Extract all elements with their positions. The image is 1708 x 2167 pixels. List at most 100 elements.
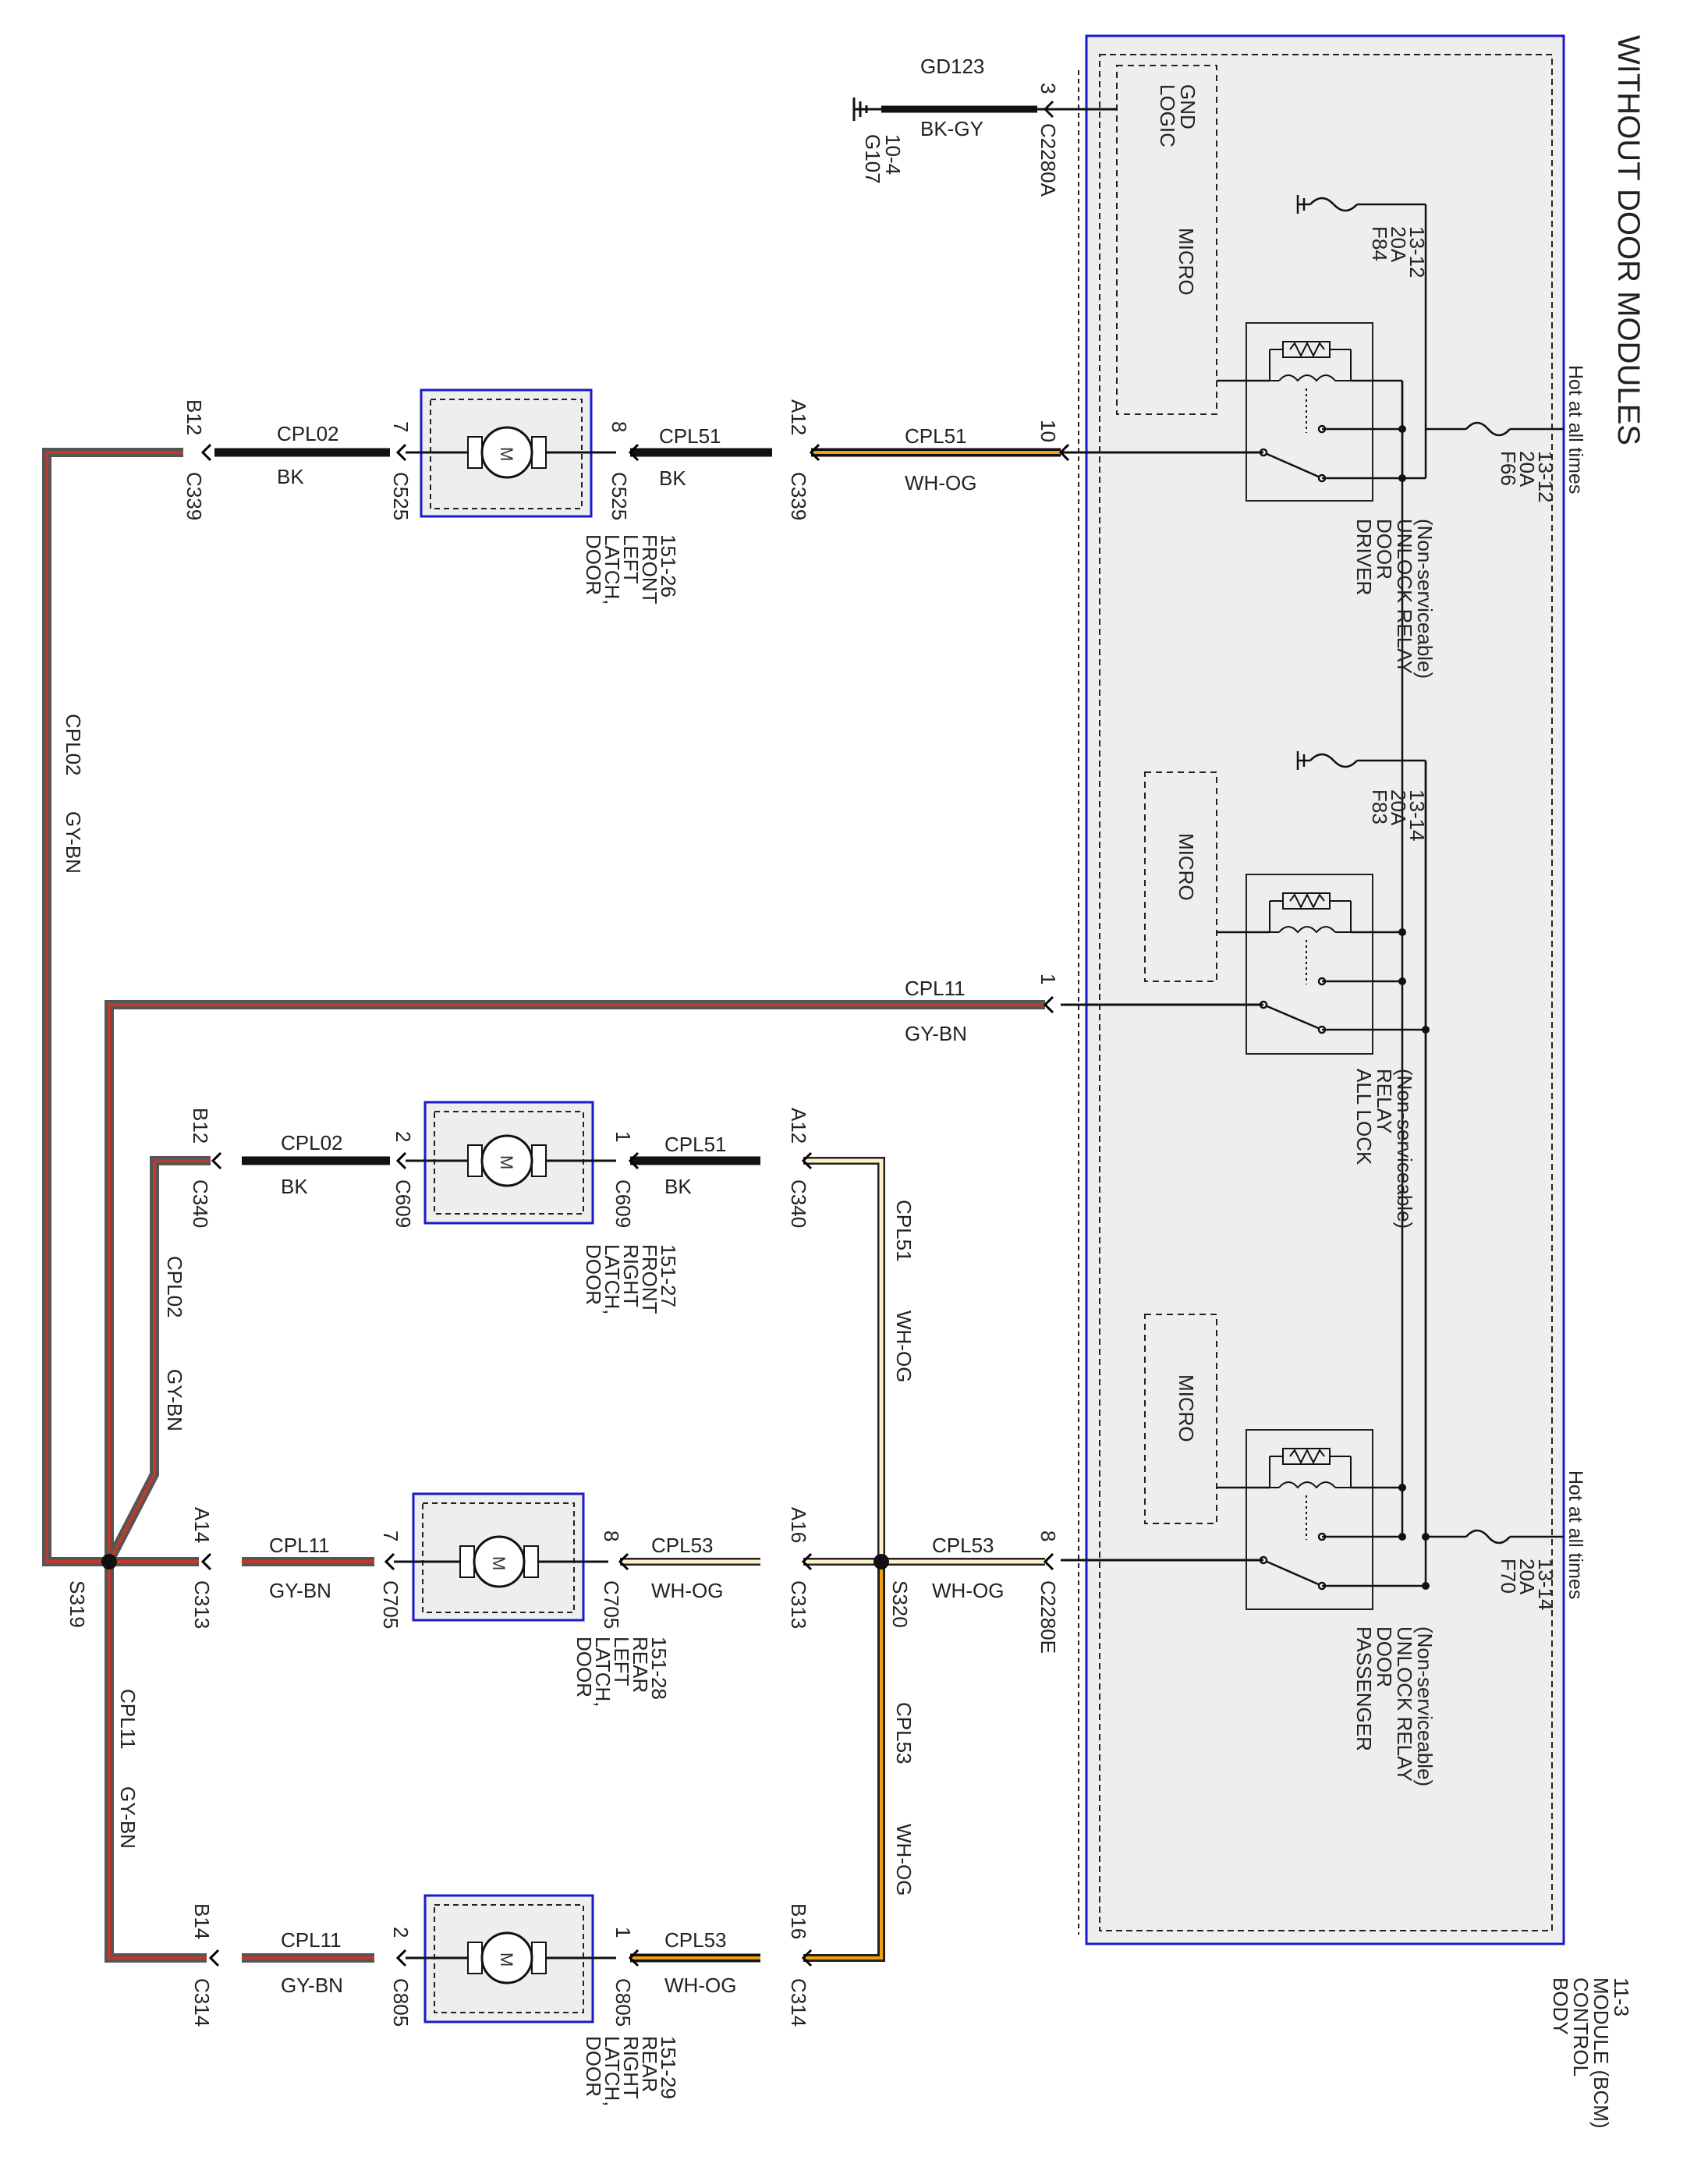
latch-rf-2: LATCH, (601, 1244, 624, 1315)
diagram-title: WITHOUT DOOR MODULES (1611, 35, 1646, 445)
latch-lf-5: 151-26 (657, 534, 680, 598)
pin-8-c525: 8 (608, 421, 631, 432)
s320-label: S320 (888, 1580, 912, 1628)
relay-passenger-label-4: (Non-serviceable) (1413, 1626, 1437, 1786)
latch-rr-2: LATCH, (601, 2036, 624, 2107)
whog-label-c: WH-OG (932, 1579, 1004, 1602)
fuse-f84-rating: 20A (1387, 226, 1410, 263)
wire-cpl02-driver (42, 448, 390, 1566)
pin-8-c705: 8 (600, 1530, 623, 1541)
relay-driver-label-1: DRIVER (1352, 519, 1376, 595)
cpl53-label-c: CPL53 (664, 1928, 727, 1952)
latch-lf-1: DOOR (582, 534, 605, 595)
c339-label-2: C339 (182, 472, 206, 520)
bcm-module-box (1085, 34, 1565, 1945)
relay-box-alllock (1246, 874, 1373, 1055)
cpl51-vertical-label-2: CPL51 (892, 1200, 916, 1262)
junction-dots (1398, 425, 1430, 1590)
relay-passenger-label-1: PASSENGER (1352, 1626, 1376, 1751)
s319-label: S319 (66, 1580, 89, 1628)
motor-m-rr: M (497, 1952, 516, 1967)
latch-lr-3: LEFT (610, 1637, 633, 1686)
pin-7-c705: 7 (379, 1530, 402, 1541)
c705-label-1: C705 (600, 1580, 623, 1629)
cpl02-label-e: CPL02 (281, 1131, 343, 1154)
wire-cpl11-rr (105, 1562, 374, 1963)
svg-text:F8320A13-14: F8320A13-14 (1368, 789, 1429, 842)
hot-label-top: Hot at all times (1564, 365, 1586, 494)
relay-switches (1259, 424, 1327, 1591)
svg-text:DOORLATCH,RIGHTFRONT151-27: DOORLATCH,RIGHTFRONT151-27 (582, 1244, 680, 1315)
c339-label-1: C339 (787, 472, 810, 520)
relay-output-wires (1061, 451, 1263, 1562)
ground-name: G107 (861, 134, 884, 184)
svg-text:ALL LOCKRELAY(Non-serviceable): ALL LOCKRELAY(Non-serviceable) (1352, 1069, 1416, 1229)
cpl53-label-b: CPL53 (651, 1534, 714, 1557)
b16-label: B16 (787, 1903, 810, 1939)
svg-text:BODYCONTROLMODULE (BCM)11-3: BODYCONTROLMODULE (BCM)11-3 (1549, 1977, 1633, 2129)
pin-2-c805: 2 (389, 1927, 413, 1938)
latch-lr-5: 151-28 (647, 1637, 671, 1700)
micro-label-3: MICRO (1175, 1374, 1198, 1442)
ground-ref: 10-4 (881, 134, 905, 175)
bcm-inner-dashed (1099, 54, 1553, 1931)
micro-box-2 (1144, 771, 1217, 982)
latch-rr-1: DOOR (582, 2036, 605, 2097)
gybn-vertical-label: GY-BN (62, 811, 85, 874)
latch-lr-2: LATCH, (591, 1637, 615, 1708)
rotated-labels: WITHOUT DOOR MODULES Hot at all times Ho… (62, 35, 1646, 2129)
bcm-label-4: 11-3 (1610, 1977, 1633, 2016)
fuse-f84-name: F84 (1368, 226, 1391, 261)
fuse-f66-name: F66 (1497, 451, 1520, 486)
b12-label-2: B12 (189, 1108, 212, 1144)
svg-text:LOGICGND: LOGICGND (1156, 84, 1199, 147)
fuse-f66-rating: 20A (1515, 451, 1539, 488)
whog-label-e: WH-OG (664, 1974, 736, 1997)
cpl51-label-a: CPL51 (905, 424, 967, 448)
wire-cpl51-rf (630, 1156, 885, 1562)
relay-passenger-label-2: DOOR (1373, 1626, 1396, 1687)
cpl51-label-b: CPL51 (659, 424, 721, 448)
micro-box-3 (1144, 1314, 1217, 1524)
c805-label-1: C805 (611, 1978, 635, 2027)
fuse-f83-ref: 13-14 (1405, 789, 1429, 842)
gybn-label-b: GY-BN (269, 1579, 331, 1602)
relay-alllock-label-1: ALL LOCK (1352, 1069, 1376, 1165)
latch-rf-4: FRONT (638, 1244, 661, 1314)
splice-s319 (101, 1554, 117, 1569)
whog-vertical-label-3: WH-OG (892, 1824, 916, 1896)
bcm-label-3: MODULE (BCM) (1589, 1977, 1613, 2129)
svg-text:F8420A13-12: F8420A13-12 (1368, 226, 1429, 278)
door-latch-lr (394, 1492, 608, 1622)
b12-label-1: B12 (182, 399, 206, 435)
motor-m-lf: M (497, 447, 516, 461)
cpl51-label-d: CPL51 (664, 1133, 727, 1156)
splice-s320 (873, 1554, 889, 1569)
c340-label-1: C340 (787, 1179, 810, 1228)
pin-1: 1 (1036, 974, 1060, 984)
svg-text:G10710-4: G10710-4 (861, 134, 905, 184)
a14-label: A14 (190, 1507, 214, 1543)
relay-passenger-label-3: UNLOCK RELAY (1393, 1626, 1416, 1782)
c340-label-2: C340 (189, 1179, 212, 1228)
svg-text:PASSENGERDOORUNLOCK RELAY(Non-: PASSENGERDOORUNLOCK RELAY(Non-serviceabl… (1352, 1626, 1437, 1786)
a16-label: A16 (787, 1507, 810, 1543)
latch-rr-5: 151-29 (657, 2036, 680, 2099)
latch-lf-3: LEFT (619, 534, 643, 584)
cpl02-vertical-label: CPL02 (62, 714, 85, 776)
bk-label-d: BK (664, 1175, 692, 1198)
c609-label-2: C609 (392, 1179, 415, 1228)
svg-text:DOORLATCH,RIGHTREAR151-29: DOORLATCH,RIGHTREAR151-29 (582, 2036, 680, 2107)
relay-coils (1269, 341, 1352, 1540)
wire-cpl53-rr (630, 1562, 885, 1963)
svg-text:F6620A13-12: F6620A13-12 (1497, 451, 1557, 503)
svg-text:DOORLATCH,LEFTFRONT151-26: DOORLATCH,LEFTFRONT151-26 (582, 534, 680, 605)
relay-driver-label-3: UNLOCK RELAY (1393, 519, 1416, 674)
logic-ground-wire (852, 98, 1117, 121)
pin-1-c609: 1 (611, 1131, 635, 1142)
latch-rr-3: RIGHT (619, 2036, 643, 2099)
door-latch-rf (406, 1101, 616, 1225)
micro-label-1: MICRO (1175, 228, 1198, 296)
latch-rf-3: RIGHT (619, 1244, 643, 1307)
